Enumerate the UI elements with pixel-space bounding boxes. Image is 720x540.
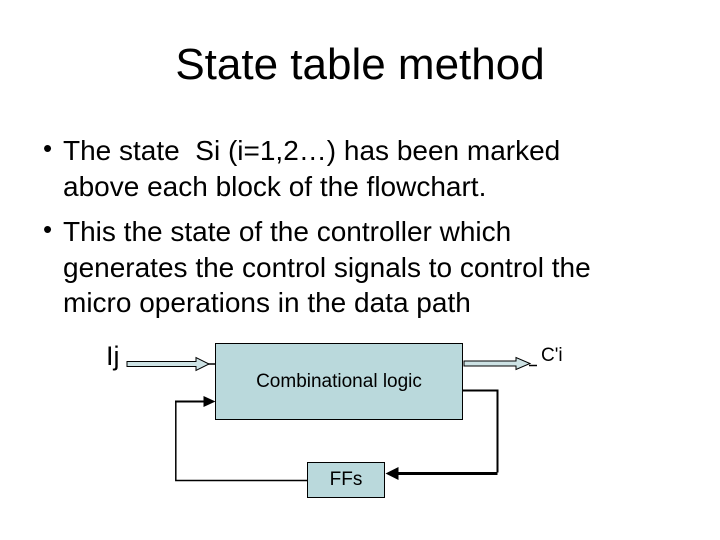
comb-arrowhead-icon [203,396,216,407]
feedback-left-line [175,402,307,482]
output-signal-label: C'i [541,345,563,366]
bullet-icon: • [43,214,53,244]
output-block-arrow-icon [463,356,532,371]
list-item: • This the state of the controller which… [40,214,688,321]
bullet-text-line: This the state of the controller which [63,216,512,247]
combinational-logic-box: Combinational logic [215,343,463,420]
bullet-text-line: The state Si (i=1,2…) has been marked [63,135,561,166]
flip-flops-label: FFs [329,469,363,490]
bullet-list: • The state Si (i=1,2…) has been marked … [40,133,688,321]
ffs-arrowhead-icon [385,467,399,480]
bullet-icon: • [43,133,53,163]
list-item: • The state Si (i=1,2…) has been marked … [40,133,688,204]
bullet-text-line: above each block of the flowchart. [63,170,487,202]
flip-flops-box: FFs [307,462,385,498]
combinational-logic-label: Combinational logic [256,370,422,392]
bullet-text-line: micro operations in the data path [63,287,471,318]
input-block-arrow-icon [126,356,211,372]
slide-title: State table method [175,40,545,89]
feedback-right-line [463,389,499,473]
input-signal-label: Ij [106,341,120,371]
bullet-text-line: generates the control signals to control… [63,251,591,283]
